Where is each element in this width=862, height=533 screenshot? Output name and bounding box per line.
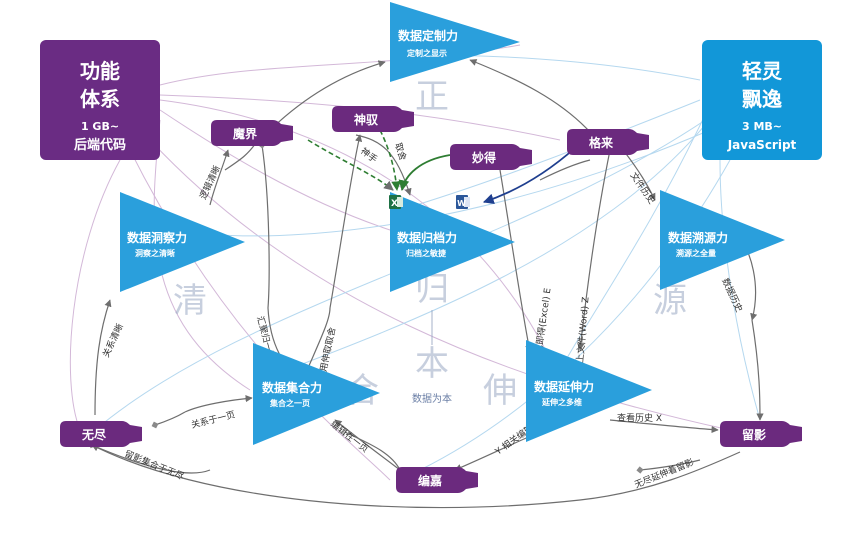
node-bianjia: 编嘉 bbox=[396, 467, 478, 493]
node-liuying: 留影 bbox=[720, 421, 802, 447]
left-feature-box: 功能 体系 1 GB~ 后端代码 bbox=[40, 40, 160, 160]
edge-label-yongshen: 用伸取取舍 bbox=[317, 326, 338, 373]
right-box-line1: 轻灵 bbox=[742, 59, 783, 83]
triangle-collect-title: 数据集合力 bbox=[262, 380, 322, 395]
triangle-archive-title: 数据归档力 bbox=[397, 230, 457, 245]
edge-label-guanxi-qingxi: 关系清晰 bbox=[100, 322, 126, 360]
edge-label-shuju-lishi: 数据历史 bbox=[719, 276, 745, 314]
watermark-qing: 清 bbox=[173, 281, 207, 321]
triangle-collect-subtitle: 集合之一页 bbox=[269, 398, 310, 408]
watermark-yuan: 源 bbox=[653, 281, 687, 321]
edge-label-wenjian-lishi: 文件历史 bbox=[628, 170, 658, 206]
node-shenqu: 神驭 bbox=[332, 106, 414, 132]
left-box-line1: 功能 bbox=[80, 59, 120, 83]
triangle-extend-title: 数据延伸力 bbox=[534, 379, 594, 394]
triangle-top: 数据定制力 定制之显示 bbox=[390, 2, 520, 82]
watermark-shen: 伸 bbox=[483, 371, 517, 411]
excel-icon-letter: X bbox=[391, 199, 398, 209]
edge-label-bianji: 编辑在一页 bbox=[328, 418, 371, 455]
triangle-insight-subtitle: 洞察之清晰 bbox=[135, 248, 175, 258]
watermark-ben: 本 bbox=[415, 344, 449, 384]
triangle-trace-subtitle: 溯源之全量 bbox=[676, 248, 716, 258]
file-connectors bbox=[307, 129, 576, 205]
left-box-line3: 1 GB~ bbox=[81, 120, 119, 133]
edge-label-luoji: 逻辑清晰 bbox=[197, 164, 223, 202]
node-mojie-label: 魔界 bbox=[233, 126, 257, 141]
watermark-zheng: 正 bbox=[415, 77, 449, 117]
triangle-archive-subtitle: 归档之敏捷 bbox=[406, 248, 447, 258]
triangle-archive: 数据归档力 归档之敏捷 bbox=[390, 192, 515, 292]
watermark-center-label: 数据为本 bbox=[412, 392, 452, 405]
right-box-line2: 飘逸 bbox=[742, 87, 782, 111]
triangle-extend-subtitle: 延伸之多维 bbox=[541, 397, 582, 407]
triangle-trace-title: 数据溯源力 bbox=[668, 230, 728, 245]
node-shenqu-label: 神驭 bbox=[354, 112, 379, 127]
edge-label-liuying-jihe: 留影集合于无尽 bbox=[123, 448, 186, 483]
right-feature-box: 轻灵 飘逸 3 MB~ JavaScript bbox=[702, 40, 822, 160]
node-gelai-label: 格来 bbox=[589, 135, 614, 150]
triangle-insight-title: 数据洞察力 bbox=[127, 230, 187, 245]
edge-label-guanxi-yuyiye: 关系于一页 bbox=[190, 408, 237, 431]
triangle-top-title: 数据定制力 bbox=[398, 28, 458, 43]
word-icon: W bbox=[456, 195, 470, 209]
right-box-line3: 3 MB~ bbox=[742, 120, 782, 133]
node-bianjia-label: 编嘉 bbox=[417, 473, 442, 488]
left-box-line4: 后端代码 bbox=[74, 137, 126, 153]
triangle-insight: 数据洞察力 洞察之清晰 bbox=[120, 192, 245, 292]
edge-label-shenshou: 神手 bbox=[358, 145, 380, 166]
word-icon-letter: W bbox=[457, 199, 466, 208]
node-wujin: 无尽 bbox=[60, 421, 142, 447]
triangle-extend: 数据延伸力 延伸之多维 bbox=[526, 340, 652, 442]
left-box-line2: 体系 bbox=[80, 87, 120, 111]
right-box-line4: JavaScript bbox=[727, 138, 797, 152]
node-mojie: 魔界 bbox=[211, 120, 293, 146]
node-miaode: 妙得 bbox=[450, 144, 532, 170]
edge-label-chakan-lishi: 查看历史 X bbox=[617, 412, 662, 424]
node-liuying-label: 留影 bbox=[742, 427, 766, 442]
node-wujin-label: 无尽 bbox=[81, 428, 107, 442]
node-gelai: 格来 bbox=[567, 129, 649, 155]
triangle-top-subtitle: 定制之显示 bbox=[406, 48, 447, 58]
triangle-trace: 数据溯源力 溯源之全量 bbox=[660, 190, 785, 290]
triangle-collect: 数据集合力 集合之一页 bbox=[253, 343, 380, 445]
edge-label-wujin-yanshen: 无尽延伸着留影 bbox=[633, 456, 696, 491]
excel-icon: X bbox=[389, 195, 403, 209]
node-miaode-label: 妙得 bbox=[472, 150, 496, 165]
